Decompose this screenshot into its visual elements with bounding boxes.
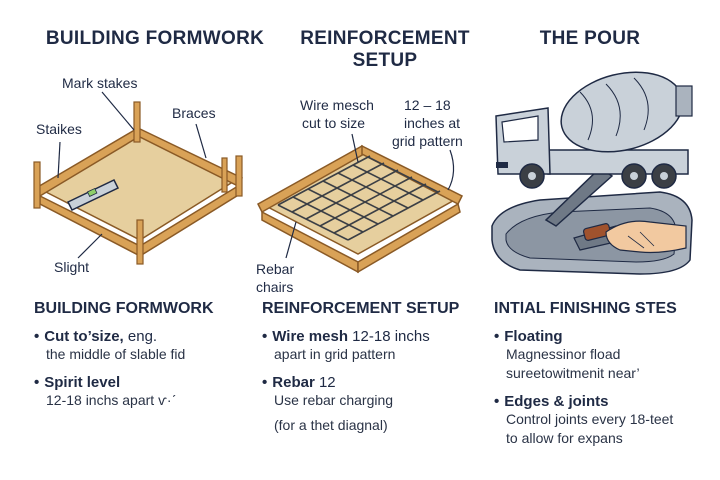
bullet: •	[262, 328, 268, 345]
rebar-chairs-label-line2: chairs	[256, 279, 293, 295]
reinforcement-item-head: •Rebar 12	[262, 374, 492, 391]
reinforcement-column-title: REINFORCEMENT SETUP	[300, 28, 470, 71]
formwork-item-text: the middle of slable fid	[46, 346, 186, 362]
level-tool-icon	[66, 179, 120, 211]
finishing-item: •Floating Magnessinor fload sureetowitme…	[494, 328, 714, 383]
reinforcement-item-text: Use rebar charging	[274, 392, 394, 408]
formwork-item-title: Cut to’size,	[44, 328, 124, 345]
wire-mesh-label-line1: Wire mesch	[300, 97, 374, 113]
bullet: •	[494, 393, 500, 410]
mixer-truck-icon	[495, 71, 693, 189]
finishing-item-head: •Edges & joints	[494, 393, 714, 410]
formwork-column-title: BUILDING FORMWORK	[45, 28, 265, 49]
illustrations: Mark stakes Braces Staikes Slight	[33, 71, 693, 295]
reinforcement-item-text: apart in grid pattern	[274, 346, 396, 362]
reinforcement-illustration	[257, 133, 464, 274]
bullet: •	[262, 374, 268, 391]
finishing-item-text: Magnessinor fload	[506, 346, 621, 362]
reinforcement-item-title: Rebar	[272, 374, 315, 391]
reinforcement-section: REINFORCEMENT SETUP •Wire mesh 12-18 inc…	[262, 300, 492, 445]
reinforcement-item-head: •Wire mesh 12-18 inchs	[262, 328, 492, 345]
formwork-item-head: •Spirit level	[34, 374, 264, 391]
pour-column-title: THE POUR	[539, 28, 641, 49]
formwork-item-text: 12-18 inchs apart ѵ·ˊ	[46, 392, 177, 408]
finishing-section: INTIAL FINISHING STES •Floating Magnessi…	[494, 300, 714, 458]
reinforcement-item: •Rebar 12 Use rebar charging (for a thet…	[262, 374, 492, 435]
slight-label: Slight	[54, 259, 89, 275]
finishing-item-title: Floating	[504, 328, 563, 345]
finishing-item-text: Control joints every 18-teet	[506, 411, 674, 427]
braces-label: Braces	[172, 105, 216, 121]
finishing-item-text: sureetowitmenit near’	[506, 365, 640, 381]
reinforcement-item: •Wire mesh 12-18 inchs apart in grid pat…	[262, 328, 492, 364]
mark-stakes-label: Mark stakes	[62, 75, 137, 91]
reinforcement-item-text: (for a thet diagnal)	[274, 417, 388, 433]
reinforcement-item-title-rest: 12-18 inchs	[348, 328, 430, 345]
stakes-label: Staikes	[36, 121, 82, 137]
bullet: •	[494, 328, 500, 345]
reinforcement-item-title: Wire mesh	[272, 328, 348, 345]
finishing-section-heading: INTIAL FINISHING STES	[494, 300, 677, 317]
formwork-item-title-rest: eng.	[123, 328, 158, 345]
bullet: •	[34, 374, 40, 391]
wire-mesh-label-line2: cut to size	[302, 115, 365, 131]
pour-illustration	[491, 71, 693, 275]
rebar-chairs-label-line1: Rebar	[256, 261, 294, 277]
formwork-section: BUILDING FORMWORK •Cut to’size, eng. the…	[34, 300, 264, 420]
reinforcement-section-heading: REINFORCEMENT SETUP	[262, 300, 460, 317]
formwork-item: •Cut to’size, eng. the middle of slable …	[34, 328, 264, 364]
formwork-item-title: Spirit level	[44, 374, 121, 391]
finishing-item-text: to allow for expans	[506, 430, 623, 446]
bullet: •	[34, 328, 40, 345]
trowel-hand-icon	[573, 220, 687, 254]
finishing-item-title: Edges & joints	[504, 393, 609, 410]
formwork-item-head: •Cut to’size, eng.	[34, 328, 264, 345]
formwork-item: •Spirit level 12-18 inchs apart ѵ·ˊ	[34, 374, 264, 410]
spacing-label-line3: grid pattern	[392, 133, 463, 149]
finishing-item-head: •Floating	[494, 328, 714, 345]
finishing-item: •Edges & joints Control joints every 18-…	[494, 393, 714, 448]
formwork-section-heading: BUILDING FORMWORK	[34, 300, 214, 317]
spacing-label-line2: inches at	[404, 115, 460, 131]
spacing-label-line1: 12 – 18	[404, 97, 451, 113]
reinforcement-item-title-rest: 12	[314, 374, 336, 391]
formwork-illustration	[33, 91, 244, 265]
